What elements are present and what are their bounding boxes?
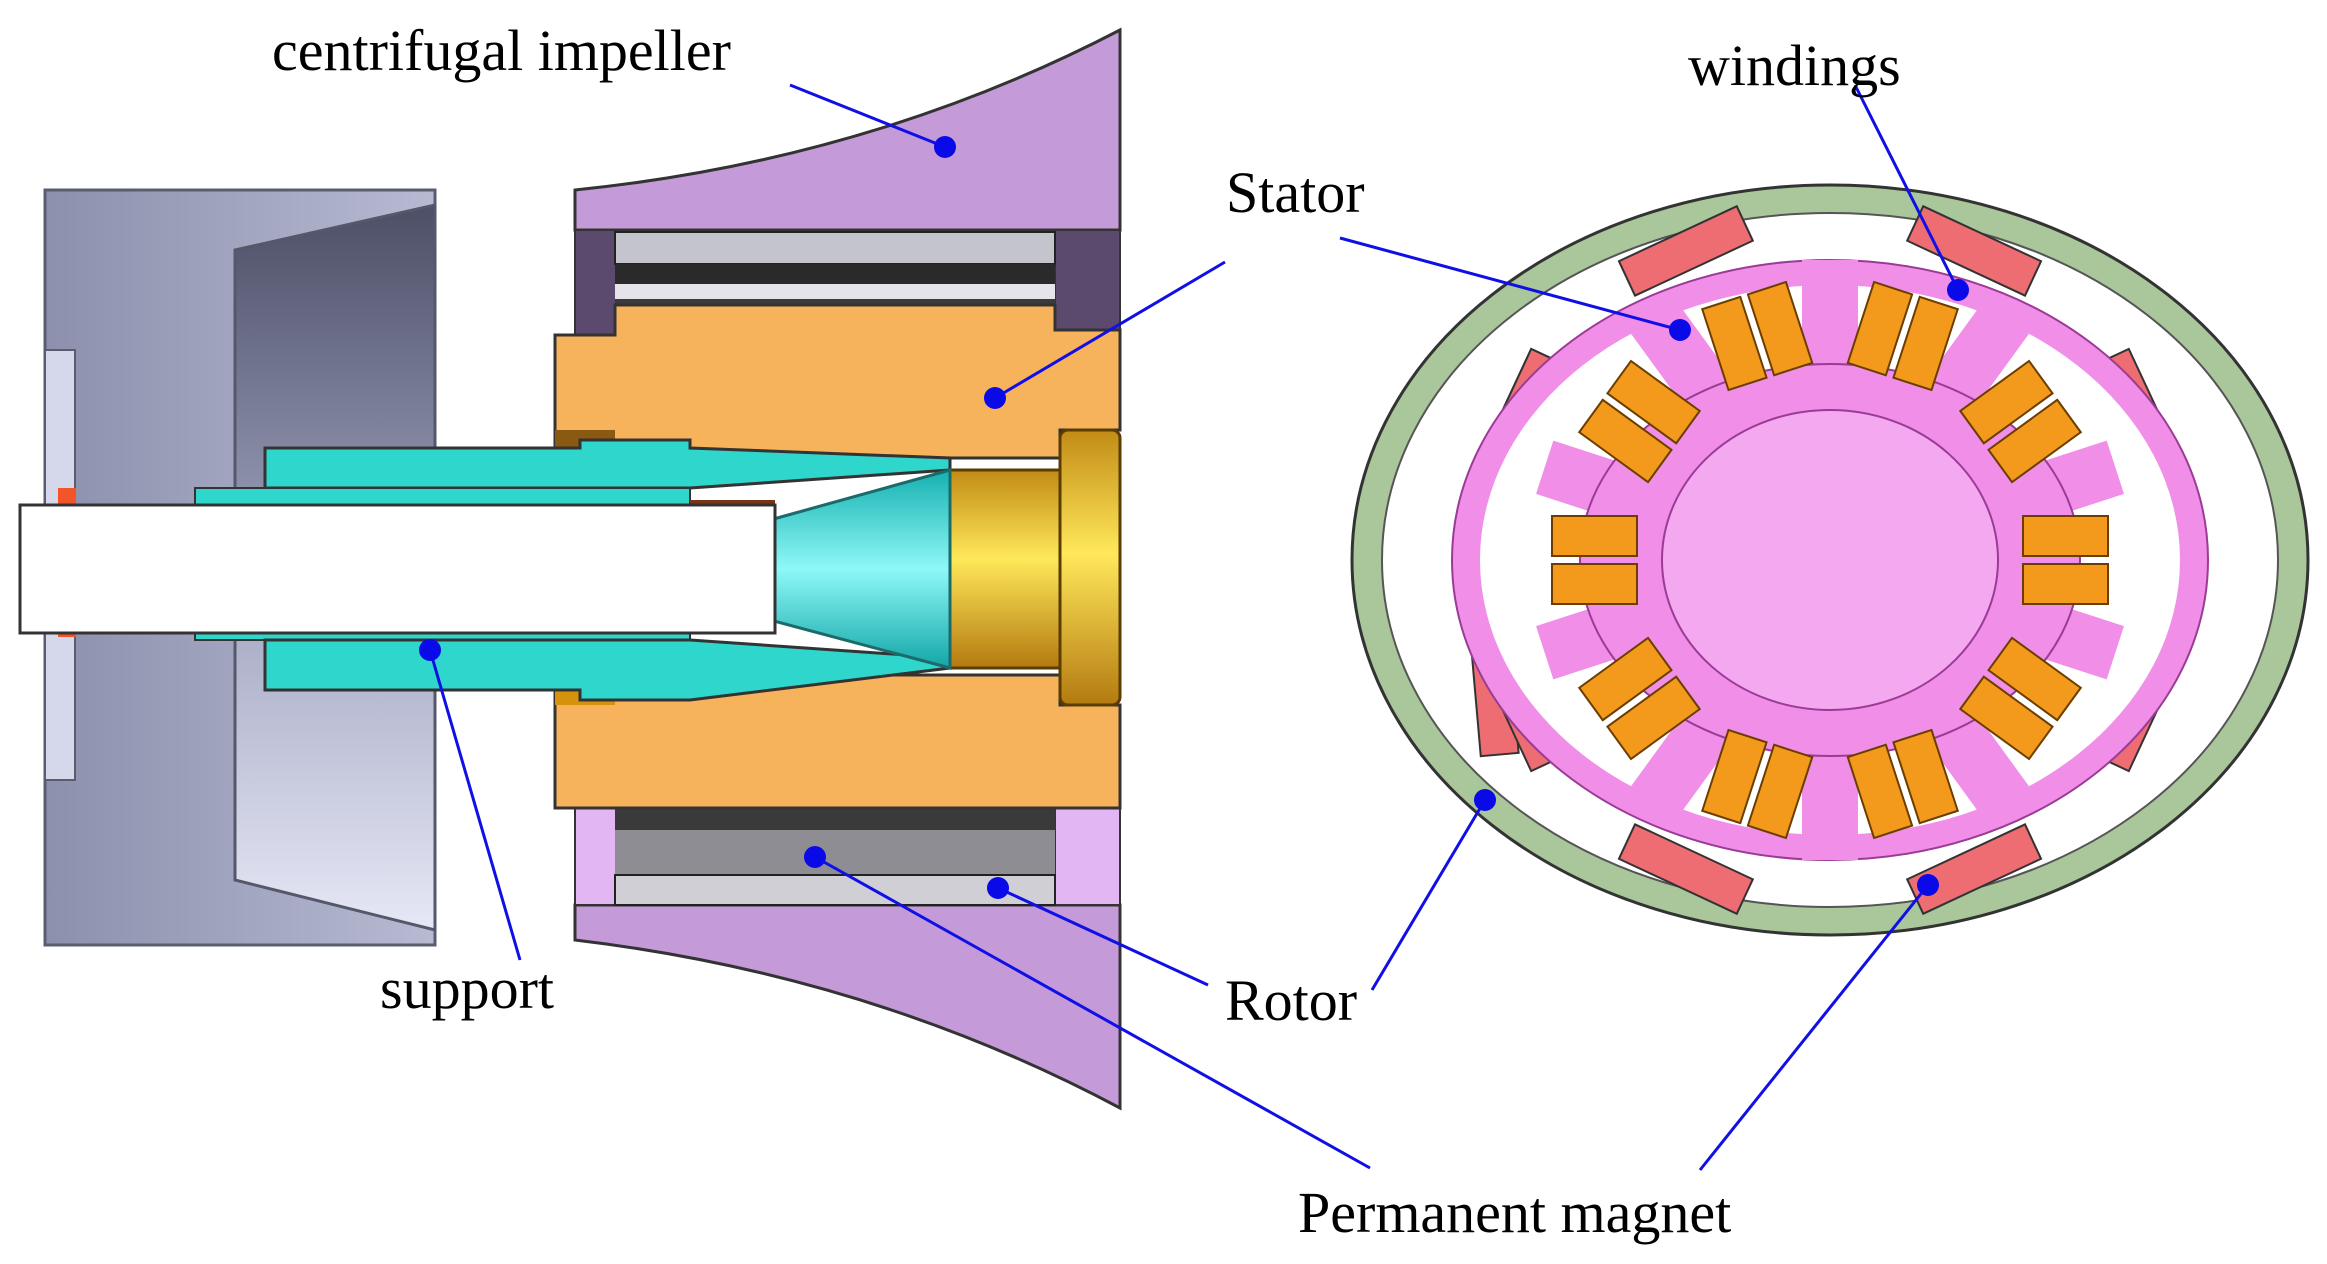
centrifugal-impeller — [573, 27, 1122, 1111]
magnet-segment — [1617, 204, 1755, 297]
leader-dot — [984, 387, 1006, 409]
end-cap — [948, 428, 1122, 707]
label-rotor: Rotor — [1225, 968, 1357, 1033]
motor-front-view — [1350, 183, 2310, 937]
magnet-segment — [1617, 823, 1755, 916]
leader-dot — [1669, 319, 1691, 341]
leader-lines — [419, 83, 1969, 1171]
label-support: support — [380, 956, 554, 1021]
rotor-bore — [1661, 409, 1999, 711]
shaft — [18, 503, 777, 635]
leader-dot — [934, 136, 956, 158]
cross-section-view — [18, 27, 1122, 1111]
leader-dot — [1474, 789, 1496, 811]
stator-core — [1451, 259, 2209, 861]
magnet-segment — [1905, 823, 2043, 916]
label-stator: Stator — [1226, 160, 1365, 225]
leader-dot — [987, 877, 1009, 899]
leader-dot — [1947, 279, 1969, 301]
leader-dot — [1917, 874, 1939, 896]
leader-dot — [804, 846, 826, 868]
windings — [1551, 280, 2109, 840]
leader-dot — [419, 639, 441, 661]
stator-section — [553, 303, 1122, 810]
label-windings: windings — [1688, 33, 1901, 98]
label-centrifugal-impeller: centrifugal impeller — [272, 18, 731, 83]
magnet-segment — [1905, 204, 2043, 297]
label-permanent-magnet: Permanent magnet — [1298, 1180, 1731, 1245]
labels: centrifugal impeller Stator windings sup… — [272, 18, 1901, 1245]
